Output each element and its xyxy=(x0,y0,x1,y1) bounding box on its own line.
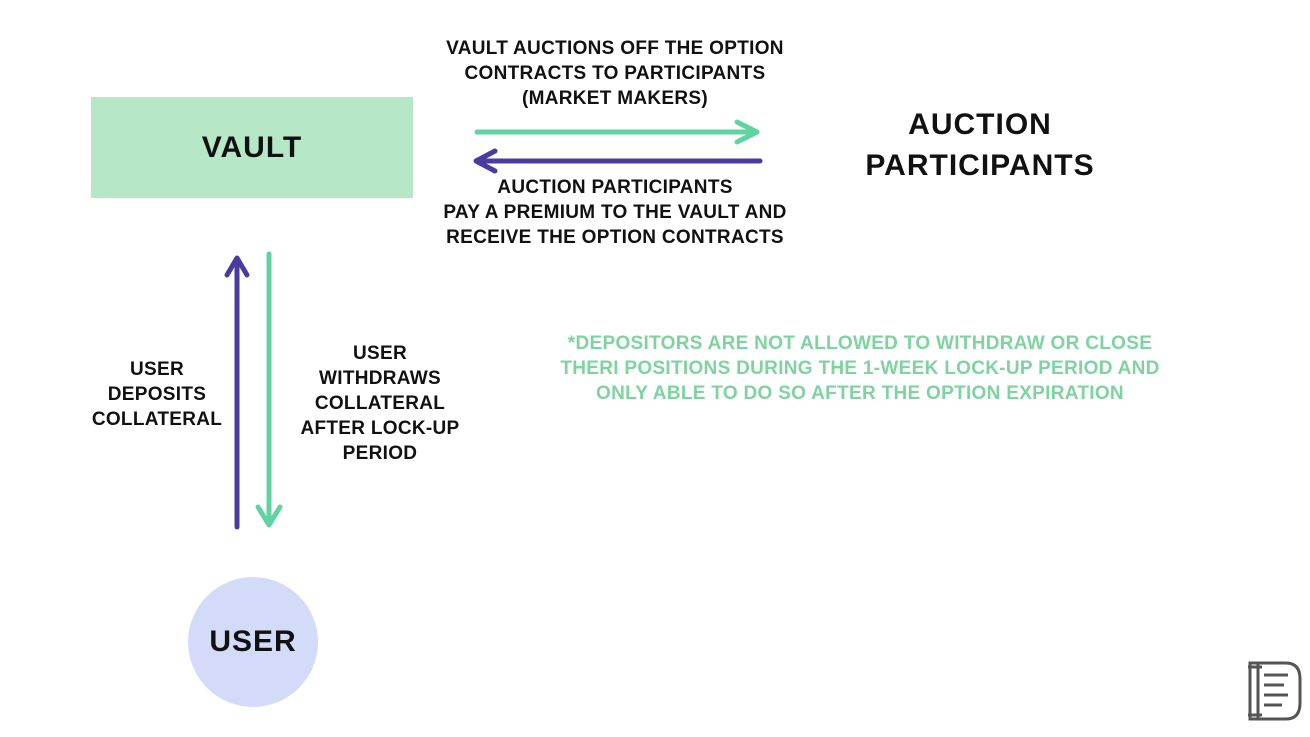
withdraw-label-line-5: PERIOD xyxy=(342,443,418,464)
withdraw-label-line-3: COLLATERAL xyxy=(314,393,446,414)
deposit-label-line-2: DEPOSITS xyxy=(107,384,207,405)
note-line-3: ONLY ABLE TO DO SO AFTER THE OPTION EXPI… xyxy=(596,383,1124,404)
note-line-1: *DEPOSITORS ARE NOT ALLOWED TO WITHDRAW … xyxy=(567,333,1153,354)
offer-arrow-label: VAULT AUCTIONS OFF THE OPTION CONTRACTS … xyxy=(405,36,825,111)
withdraw-arrow-label: USER WITHDRAWS COLLATERAL AFTER LOCK-UP … xyxy=(285,341,475,466)
participants-line-2: PARTICIPANTS xyxy=(865,149,1095,182)
book-logo-icon xyxy=(1248,661,1302,721)
offer-arrow xyxy=(474,119,760,145)
premium-arrow-label: AUCTION PARTICIPANTS PAY A PREMIUM TO TH… xyxy=(405,175,825,250)
deposit-arrow xyxy=(224,255,250,530)
participants-line-1: AUCTION xyxy=(908,108,1052,141)
premium-label-line-3: RECEIVE THE OPTION CONTRACTS xyxy=(446,227,784,248)
deposit-label-line-1: USER xyxy=(130,359,184,380)
premium-label-line-2: PAY A PREMIUM TO THE VAULT AND xyxy=(443,202,787,223)
withdraw-label-line-2: WITHDRAWS xyxy=(319,368,441,389)
auction-participants-node: AUCTION PARTICIPANTS xyxy=(830,104,1130,186)
user-node: USER xyxy=(188,577,318,707)
vault-label: VAULT xyxy=(201,130,303,164)
note-line-2: THERI POSITIONS DURING THE 1-WEEK LOCK-U… xyxy=(560,358,1160,379)
lockup-note: *DEPOSITORS ARE NOT ALLOWED TO WITHDRAW … xyxy=(520,331,1200,406)
premium-arrow xyxy=(473,148,763,174)
offer-label-line-2: CONTRACTS TO PARTICIPANTS xyxy=(464,63,766,84)
vault-box: VAULT xyxy=(91,97,413,198)
withdraw-label-line-1: USER xyxy=(353,343,407,364)
offer-label-line-3: (MARKET MAKERS) xyxy=(521,88,709,109)
deposit-arrow-label: USER DEPOSITS COLLATERAL xyxy=(82,357,232,432)
withdraw-label-line-4: AFTER LOCK-UP xyxy=(300,418,460,439)
withdraw-arrow xyxy=(255,251,283,528)
offer-label-line-1: VAULT AUCTIONS OFF THE OPTION xyxy=(446,38,784,59)
premium-label-line-1: AUCTION PARTICIPANTS xyxy=(497,177,733,198)
user-label: USER xyxy=(209,625,297,658)
deposit-label-line-3: COLLATERAL xyxy=(91,409,223,430)
